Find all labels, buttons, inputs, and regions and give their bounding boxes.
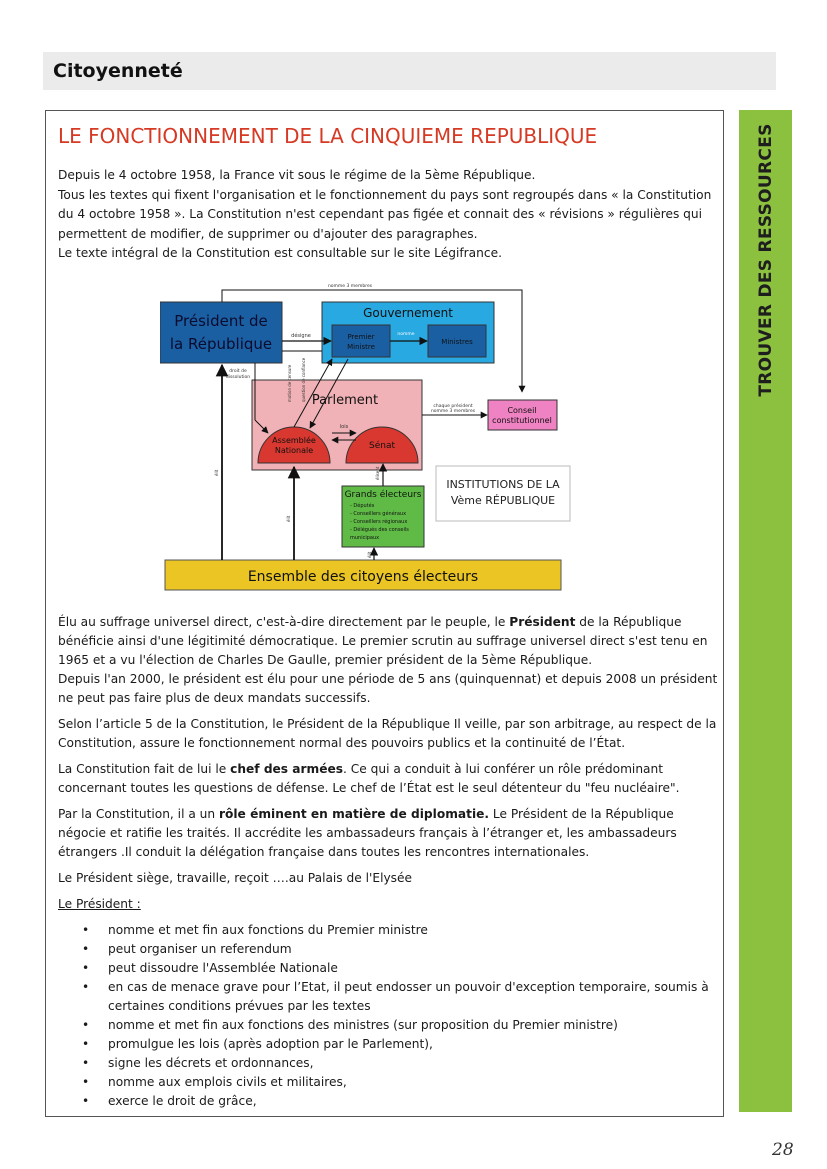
nomme-3-label: nomme 3 membres <box>328 283 373 289</box>
president-label-2: la République <box>170 335 272 353</box>
paragraph-elysee: Le Président siège, travaille, reçoit ….… <box>58 871 413 885</box>
senat-label: Sénat <box>369 440 395 451</box>
confiance-label: question de confiance <box>301 357 306 402</box>
premier-ministre-label-2: Ministre <box>347 343 375 351</box>
citoyens-box <box>164 559 562 591</box>
intro-text: Depuis le 4 octobre 1958, la France vit … <box>58 166 718 264</box>
side-tab <box>739 110 792 1112</box>
paragraph-article-5: Selon l’article 5 de la Constitution, le… <box>58 717 717 750</box>
content-frame <box>45 110 724 1117</box>
elit-president-label: élit <box>214 469 219 476</box>
list-title: Le Président : <box>58 897 141 911</box>
parlement-label: Parlement <box>312 393 378 408</box>
senat-shape <box>345 426 419 464</box>
premier-ministre-label-1: Premier <box>347 333 374 341</box>
citoyens-label: Ensemble des citoyens électeurs <box>248 569 478 585</box>
institutions-caption-2: Vème RÉPUBLIQUE <box>451 494 555 507</box>
paragraph-diplomatie: Par la Constitution, il a un rôle éminen… <box>58 807 677 859</box>
institutions-diagram: Ensemble des citoyens électeurs Présiden… <box>160 283 571 591</box>
assemblee-label-1: Assemblée <box>272 435 316 445</box>
premier-ministre-box <box>331 324 391 358</box>
paragraph-armees: La Constitution fait de lui le chef des … <box>58 762 680 795</box>
conseil-box <box>487 399 558 431</box>
list-item: •exerce le droit de grâce, <box>82 1094 257 1108</box>
intro-line-3: Le texte intégral de la Constitution est… <box>58 246 502 260</box>
president-box <box>160 301 283 364</box>
intro-line-1: Depuis le 4 octobre 1958, la France vit … <box>58 168 536 182</box>
paragraph-election: Élu au suffrage universel direct, c'est-… <box>58 615 718 705</box>
side-tab-text: TROUVER DES RESSOURCES <box>755 123 776 397</box>
dissolution-label-1: droit de <box>229 368 247 374</box>
elit-assemblee-label: élit <box>286 515 291 522</box>
conseil-label-1: Conseil <box>507 406 536 415</box>
conseil-label-2: constitutionnel <box>492 416 552 425</box>
side-tab-label: TROUVER DES RESSOURCES <box>739 110 792 410</box>
ministres-label: Ministres <box>441 338 473 346</box>
list-item: •nomme et met fin aux fonctions des mini… <box>82 1018 618 1032</box>
intro-line-2: Tous les textes qui fixent l'organisatio… <box>58 187 712 241</box>
list-item: •promulgue les lois (après adoption par … <box>82 1037 433 1051</box>
header-band <box>43 52 776 90</box>
grands-electeurs-item: - Conseillers régionaux <box>350 518 407 525</box>
gouvernement-label: Gouvernement <box>363 306 453 320</box>
grands-electeurs-item: - Délégués des conseils <box>350 526 409 533</box>
grands-electeurs-item: - Députés <box>350 502 375 509</box>
list-item: •en cas de menace grave pour l’Etat, il … <box>82 980 709 1013</box>
dissolution-arrow-tail <box>254 419 269 434</box>
chaque-president-label-2: nomme 3 membres <box>431 408 476 414</box>
elit-ge-label: élit <box>367 551 372 558</box>
list-item: •nomme aux emplois civils et militaires, <box>82 1075 347 1089</box>
confiance-arrow <box>309 358 349 429</box>
institutions-caption-box <box>435 465 571 522</box>
list-item: •signe les décrets et ordonnances, <box>82 1056 314 1070</box>
nomme-label: nomme <box>397 332 414 337</box>
list-item: •peut organiser un referendum <box>82 942 292 956</box>
assemblee-shape <box>257 426 331 464</box>
elisent-senat-label: élisent <box>375 466 380 480</box>
president-powers-list: •nomme et met fin aux fonctions du Premi… <box>58 921 724 1111</box>
grands-electeurs-item: municipaux <box>350 535 379 541</box>
section-title: Citoyenneté <box>53 60 183 82</box>
page-number: 28 <box>772 1140 794 1160</box>
body-text: Élu au suffrage universel direct, c'est-… <box>58 613 724 1111</box>
list-item: •nomme et met fin aux fonctions du Premi… <box>82 923 428 937</box>
grands-electeurs-item: - Conseillers généraux <box>350 510 406 517</box>
ministres-box <box>427 324 487 358</box>
lois-label: lois <box>340 424 349 430</box>
censure-arrow <box>293 358 333 428</box>
grands-electeurs-title: Grands électeurs <box>345 489 422 500</box>
list-item: •peut dissoudre l'Assemblée Nationale <box>82 961 338 975</box>
designe-label: désigne <box>291 332 311 339</box>
president-label-1: Président de <box>174 312 268 330</box>
assemblee-label-2: Nationale <box>275 446 313 455</box>
page-title: LE FONCTIONNEMENT DE LA CINQUIEME REPUBL… <box>58 124 598 148</box>
institutions-caption-1: INSTITUTIONS DE LA <box>446 478 560 491</box>
censure-label: motion de censure <box>287 364 292 402</box>
chaque-president-label-1: chaque président <box>433 402 472 409</box>
dissolution-label-2: dissolution <box>226 374 250 380</box>
nomme-3-line <box>221 289 526 393</box>
